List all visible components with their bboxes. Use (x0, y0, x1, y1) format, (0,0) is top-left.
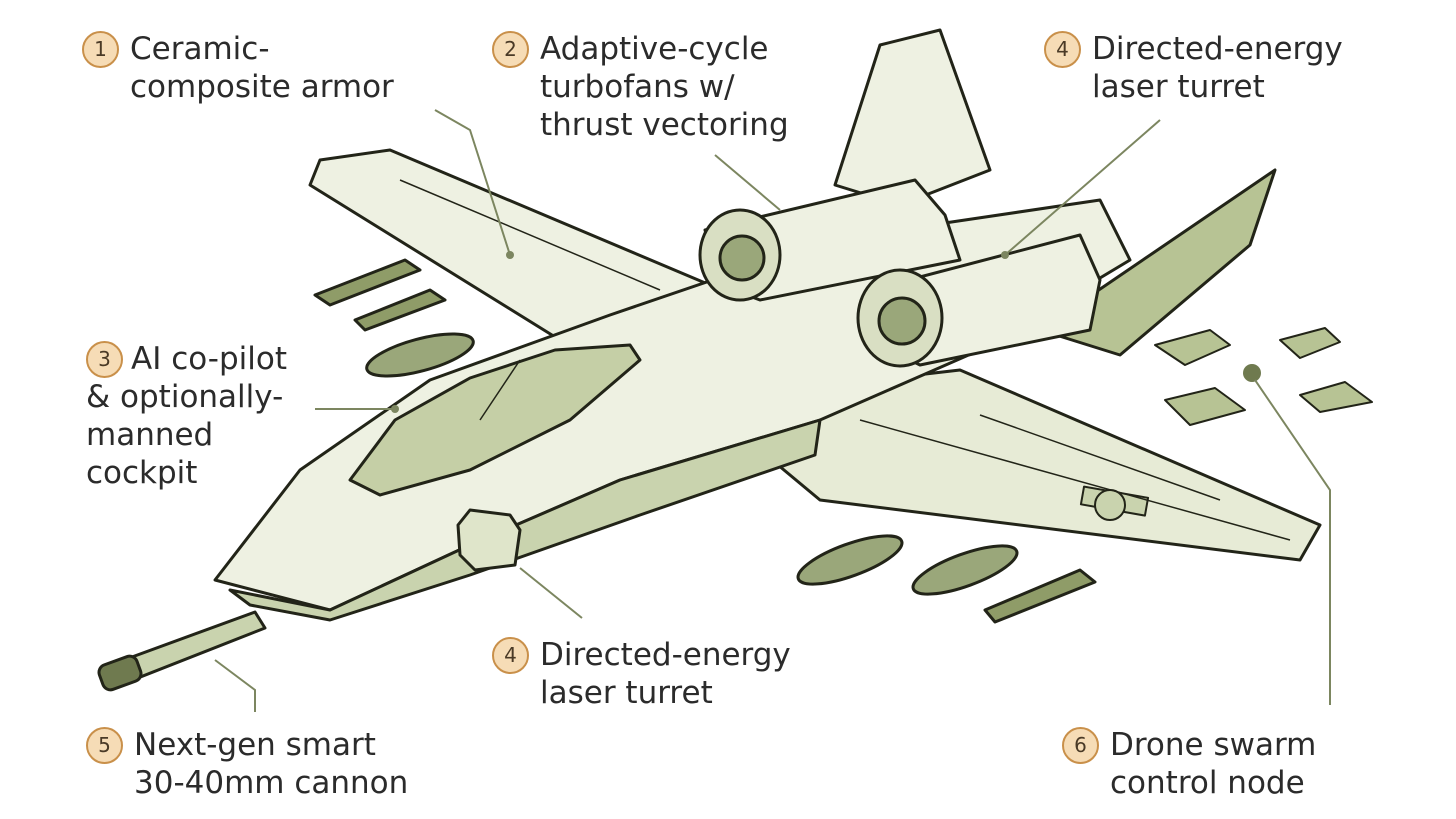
missile-right (983, 568, 1097, 624)
leader-drone (1254, 379, 1331, 705)
number-badge: 6 (1062, 727, 1099, 764)
number-badge: 4 (492, 637, 529, 674)
fuel-tank-right-1 (796, 534, 904, 586)
callout-label: Next-gen smart 30-40mm cannon (134, 727, 409, 801)
drone-swarm (1154, 327, 1373, 426)
drone-3 (1164, 387, 1246, 426)
number-badge: 4 (1044, 31, 1081, 68)
engine-fan-bottom (877, 296, 927, 346)
drone-4 (1299, 381, 1373, 413)
callout-cannon: 5 Next-gen smart 30-40mm cannon (86, 726, 408, 802)
drone-2 (1279, 327, 1341, 359)
fuel-tank-right-2 (911, 544, 1019, 596)
number-badge: 2 (492, 31, 529, 68)
number-badge: 5 (86, 727, 123, 764)
number-badge: 1 (82, 31, 119, 68)
leader-cannon (214, 659, 256, 712)
cockpit-canopy (348, 343, 642, 497)
engine-fan-top (718, 234, 766, 282)
leader-turbofans (714, 154, 781, 211)
laser-turret-bottom (456, 508, 522, 572)
vertical-tail-left (833, 28, 992, 207)
cannon-muzzle (97, 654, 143, 692)
number-badge: 3 (86, 341, 123, 378)
callout-label: Ceramic- composite armor (130, 31, 394, 105)
callout-cockpit: 3 AI co-pilot & optionally- manned cockp… (86, 340, 287, 492)
callout-label: 3 AI co-pilot & optionally- manned cockp… (86, 341, 287, 491)
leader-laser-top (1004, 119, 1161, 256)
callout-label: Adaptive-cycle turbofans w/ thrust vecto… (540, 31, 789, 143)
fuel-tank-left (365, 332, 475, 378)
leader-laser-bottom (519, 567, 583, 619)
vertical-tail-right (1038, 168, 1277, 357)
fuselage-underside (228, 418, 822, 622)
drone-control-node (1243, 364, 1261, 382)
missile-left-1 (313, 258, 422, 307)
callout-laser-top: 4 Directed-energy laser turret (1044, 30, 1343, 106)
drone-1 (1154, 329, 1231, 366)
callout-label: Drone swarm control node (1110, 727, 1317, 801)
callout-label: Directed-energy laser turret (540, 637, 791, 711)
callout-laser-bottom: 4 Directed-energy laser turret (492, 636, 791, 712)
missile-left-2 (353, 288, 447, 332)
callout-turbofans: 2 Adaptive-cycle turbofans w/ thrust vec… (492, 30, 789, 144)
callout-label: Directed-energy laser turret (1092, 31, 1343, 105)
callout-drone: 6 Drone swarm control node (1062, 726, 1316, 802)
callout-armor: 1 Ceramic- composite armor (82, 30, 394, 106)
leader-armor (434, 109, 511, 256)
